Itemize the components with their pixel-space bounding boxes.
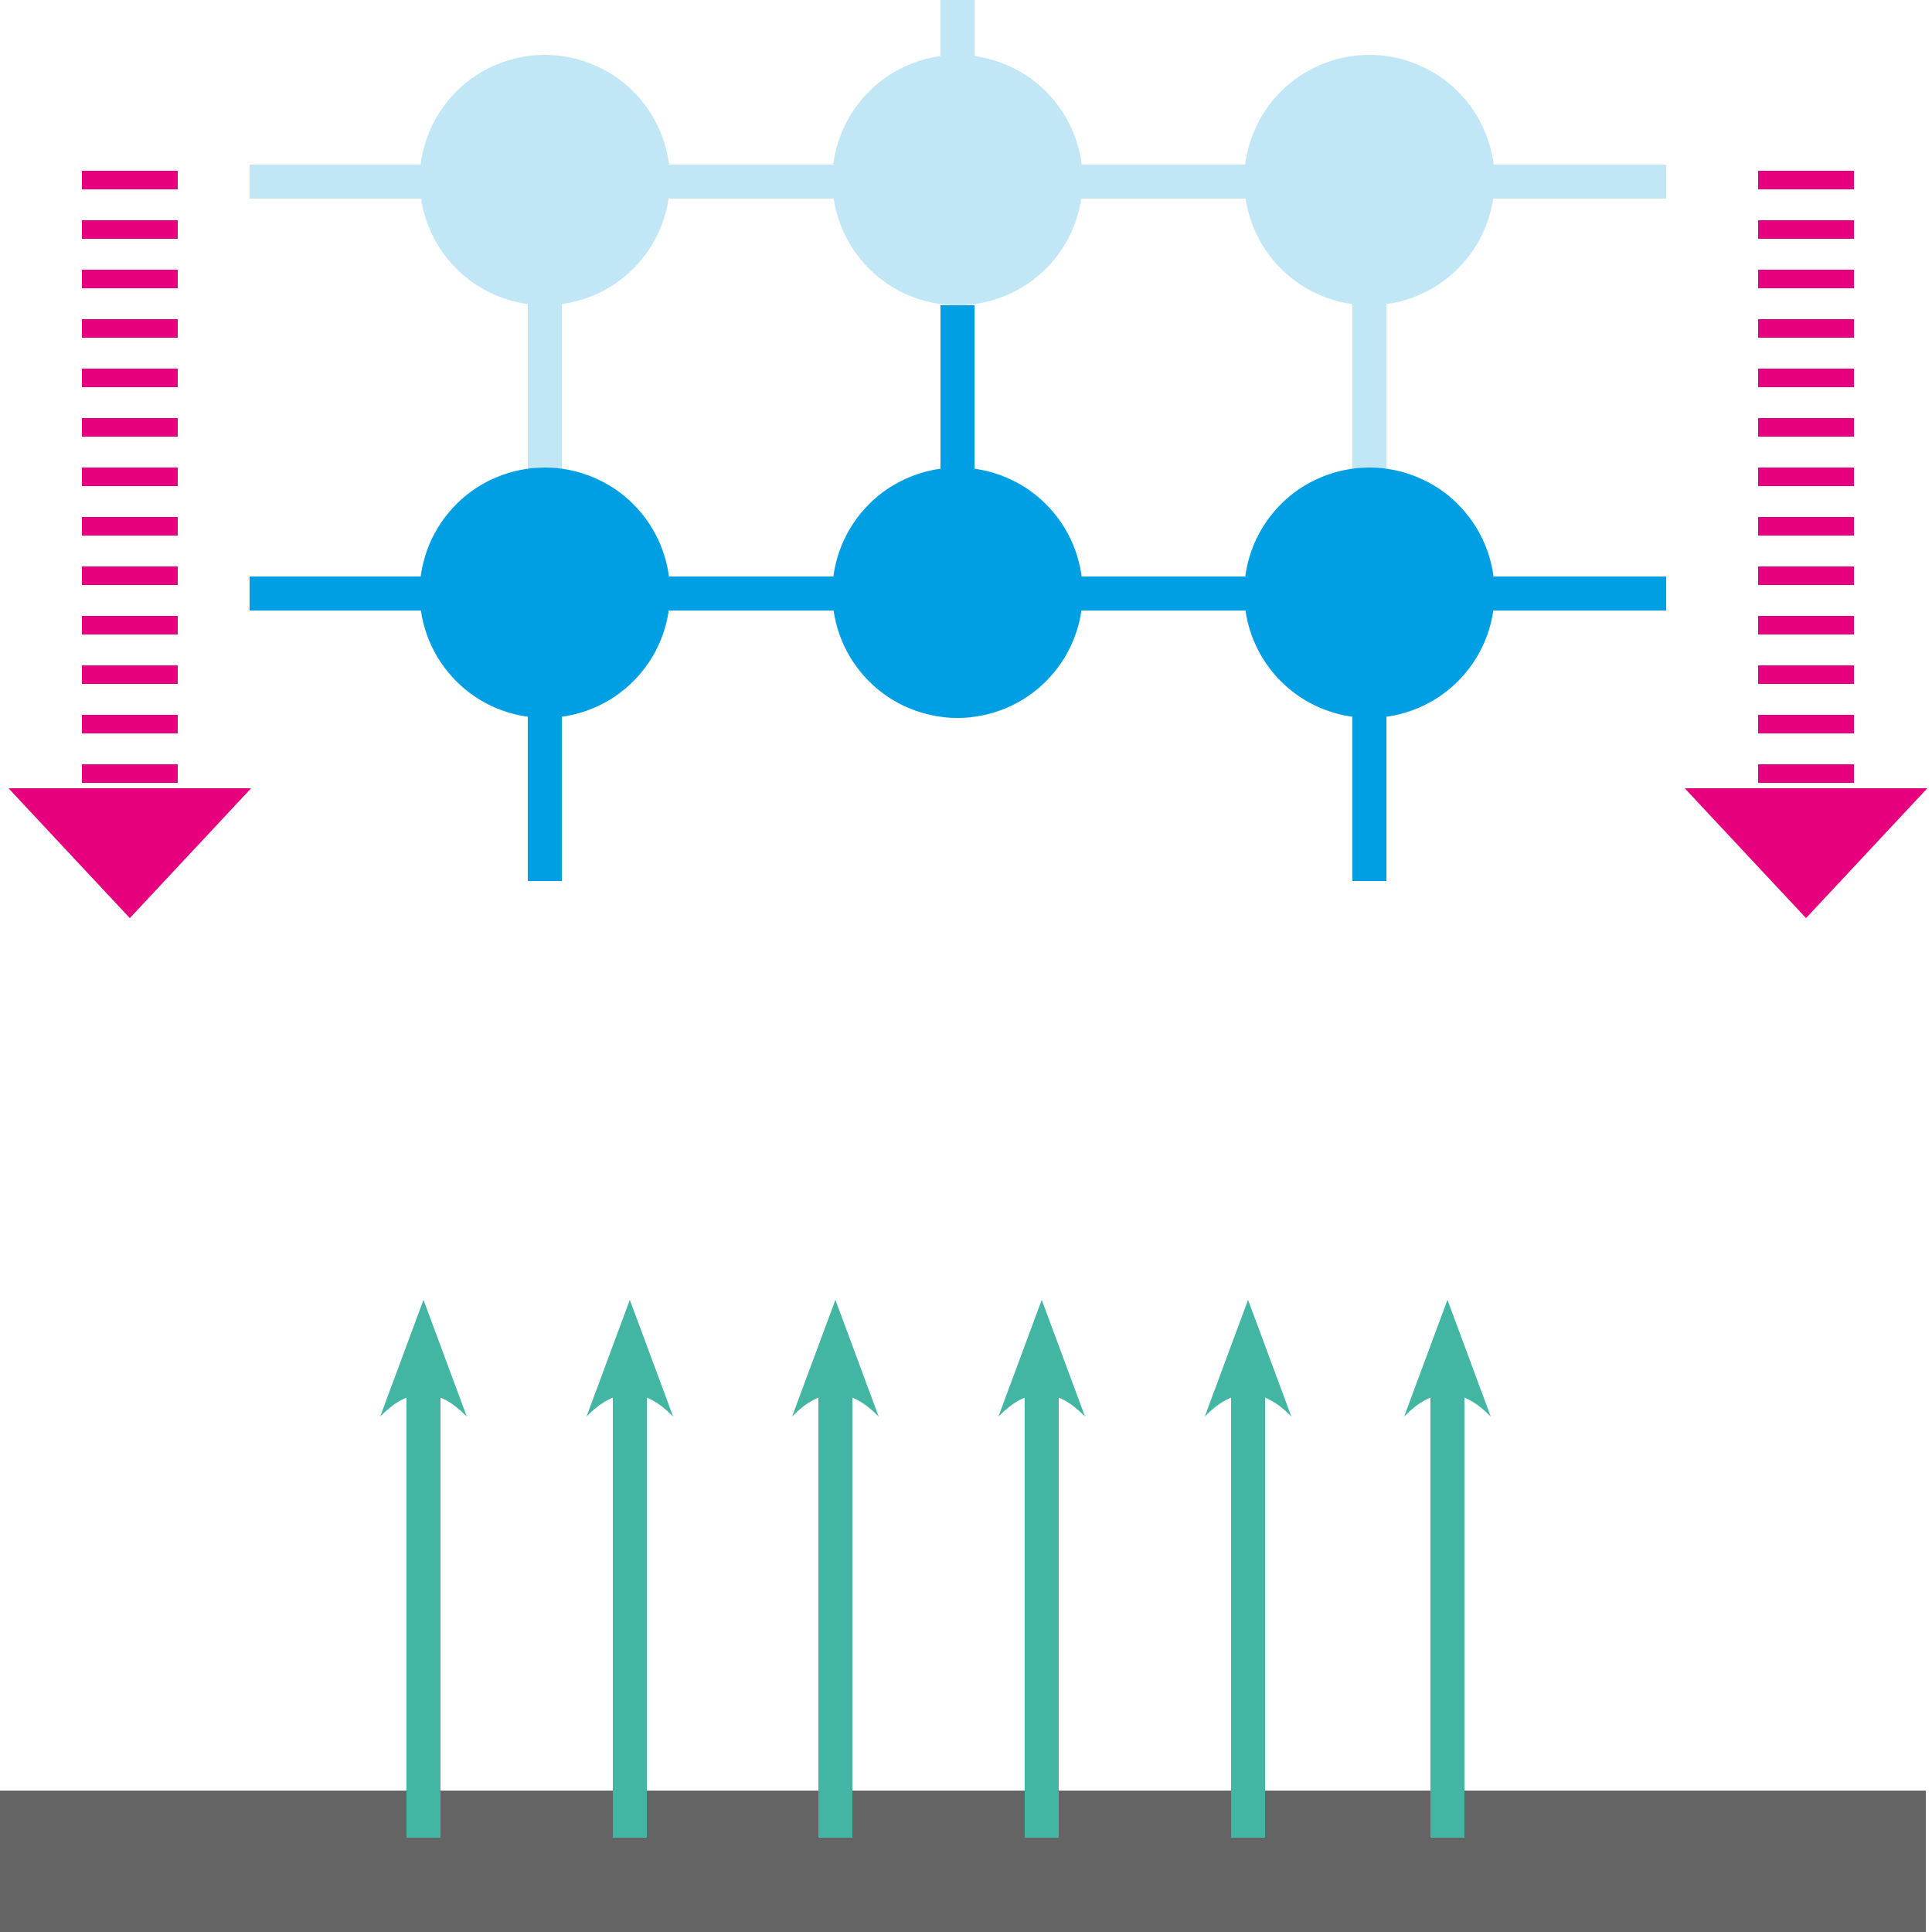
lower-bond-left-down (528, 696, 562, 881)
down-arrow-head-icon (1685, 788, 1927, 918)
arrow-dash (1758, 319, 1854, 338)
lower-bond-center-up (940, 305, 975, 498)
lower-bond-right-down (1352, 696, 1386, 881)
arrow-dash (82, 468, 178, 486)
arrow-dash (1758, 270, 1854, 288)
lower-node-center (832, 468, 1083, 718)
arrow-dash (82, 764, 178, 783)
up-arrow-5 (1205, 1300, 1291, 1838)
arrow-dash (1758, 468, 1854, 486)
arrow-dash (82, 517, 178, 536)
up-arrow-shaft (406, 1391, 440, 1838)
up-arrow-3 (792, 1300, 879, 1838)
up-arrows-group (380, 1300, 1491, 1838)
lower-lattice-layer (250, 305, 1666, 881)
up-arrow-shaft (1231, 1391, 1265, 1838)
up-arrow-6 (1404, 1300, 1491, 1838)
up-arrow-head-icon (1404, 1300, 1491, 1417)
arrow-dash (1758, 369, 1854, 387)
lower-node-right (1244, 468, 1495, 718)
up-arrow-4 (998, 1300, 1085, 1838)
arrow-dash (82, 418, 178, 437)
arrow-dash (1758, 566, 1854, 585)
up-arrow-shaft (613, 1391, 647, 1838)
upper-node-right (1244, 55, 1495, 305)
up-arrow-head-icon (792, 1300, 879, 1417)
up-arrow-head-icon (380, 1300, 467, 1417)
up-arrow-shaft (1430, 1391, 1464, 1838)
arrow-dash (1758, 715, 1854, 733)
down-arrow-left (9, 171, 251, 918)
arrow-dash (1758, 517, 1854, 536)
up-arrow-head-icon (587, 1300, 673, 1417)
up-arrow-shaft (1025, 1391, 1059, 1838)
upper-vertical-bond-left (528, 286, 562, 479)
upper-vertical-bond-right (1352, 286, 1386, 479)
down-arrow-right (1685, 171, 1927, 918)
lower-node-left (420, 468, 670, 718)
up-arrow-shaft (818, 1391, 852, 1838)
arrow-dash (82, 369, 178, 387)
arrow-dash (82, 171, 178, 189)
arrow-dash (82, 715, 178, 733)
arrow-dash (1758, 616, 1854, 634)
arrow-dash (82, 270, 178, 288)
arrow-dash (1758, 220, 1854, 239)
upper-node-left (420, 55, 670, 305)
surface-slab (0, 1791, 1926, 1932)
arrow-dash (1758, 171, 1854, 189)
up-arrow-2 (587, 1300, 673, 1838)
up-arrow-1 (380, 1300, 467, 1838)
arrow-dash (1758, 665, 1854, 684)
upper-lattice-layer (250, 0, 1666, 479)
arrow-dash (82, 220, 178, 239)
up-arrow-head-icon (1205, 1300, 1291, 1417)
arrow-dash (1758, 764, 1854, 783)
upper-node-center (832, 55, 1083, 305)
down-arrow-head-icon (9, 788, 251, 918)
arrow-dash (1758, 418, 1854, 437)
up-arrow-head-icon (998, 1300, 1085, 1417)
arrow-dash (82, 665, 178, 684)
arrow-dash (82, 616, 178, 634)
arrow-dash (82, 319, 178, 338)
arrow-dash (82, 566, 178, 585)
